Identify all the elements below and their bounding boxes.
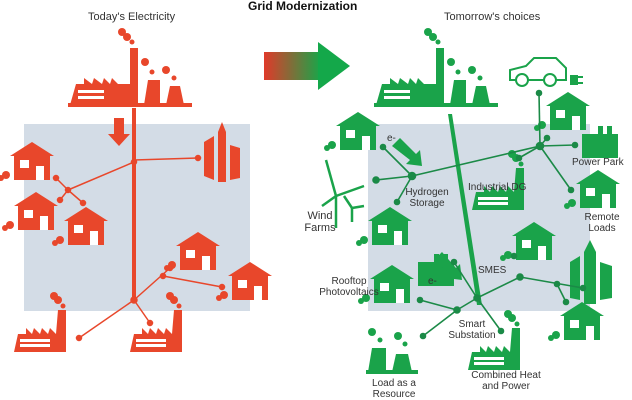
electric-car-icon	[509, 57, 567, 87]
transition-arrow	[264, 42, 350, 90]
power-park-icon	[582, 126, 618, 158]
label-load-as-resource: Load as a Resource	[372, 378, 416, 400]
transmission-line	[448, 114, 482, 305]
power-plant-icon	[374, 28, 498, 107]
label-e-minus: e-	[428, 276, 437, 287]
left-heading: Today's Electricity	[88, 11, 176, 23]
energy-flow-icon	[434, 252, 462, 280]
label-wind-farms: Wind Farms	[304, 210, 336, 234]
diagram-title: Grid Modernization	[248, 0, 358, 13]
city-buildings-icon	[204, 122, 240, 182]
energy-flow-icon	[392, 138, 422, 166]
right-heading: Tomorrow's choices	[444, 11, 541, 23]
label-smart-substation: Smart Substation	[448, 319, 496, 341]
cooling-tower-icon	[366, 328, 418, 374]
city-buildings-icon	[570, 240, 612, 304]
label-e-minus: e-	[387, 133, 396, 144]
house-icon	[324, 112, 380, 151]
right-network	[321, 28, 620, 374]
left-service-area	[24, 124, 250, 311]
right-distribution-lines	[372, 89, 587, 340]
left-distribution-lines	[52, 154, 226, 342]
label-hydrogen-storage: Hydrogen Storage	[405, 187, 449, 209]
wind-turbine-icon	[321, 159, 365, 228]
label-industrial-dg: Industrial DG	[468, 182, 527, 193]
flow-arrow-icon	[108, 118, 130, 146]
house-icon	[534, 92, 590, 131]
label-smes: SMES	[478, 265, 507, 276]
label-remote-loads: Remote Loads	[584, 212, 620, 234]
transmission-line	[132, 108, 136, 300]
left-network	[0, 28, 272, 352]
label-power-park: Power Park	[572, 157, 624, 168]
label-rooftop-photovoltaics: Rooftop Photovoltaics	[319, 276, 379, 298]
power-plant-icon	[68, 28, 192, 107]
label-combined-heat-power: Combined Heat and Power	[471, 370, 541, 392]
